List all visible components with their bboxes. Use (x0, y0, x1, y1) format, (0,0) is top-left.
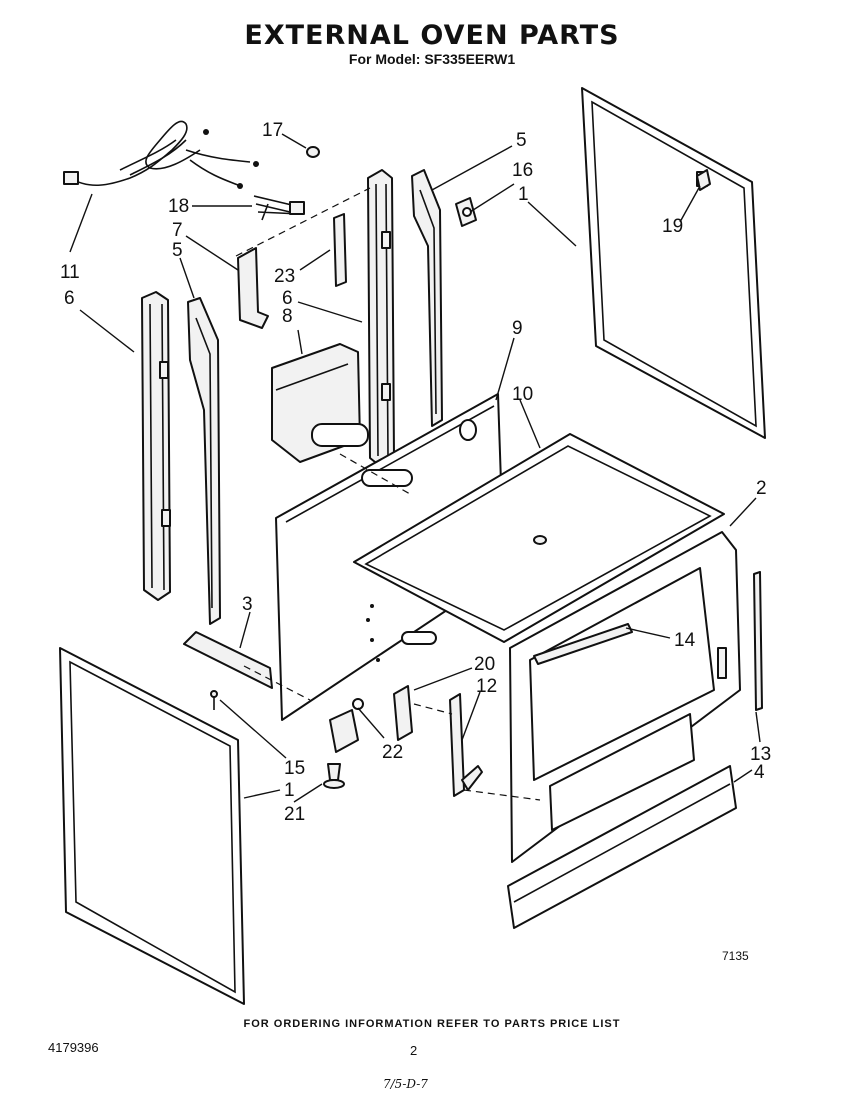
rail-5-right (411, 169, 443, 427)
callout-17: 17 (262, 120, 283, 141)
power-cord (63, 120, 259, 189)
callout-14: 14 (674, 630, 696, 651)
trim-13 (753, 571, 763, 711)
callout-20: 20 (474, 654, 495, 675)
channel-6-right (367, 169, 395, 467)
callout-18: 18 (168, 196, 189, 217)
page-title: EXTERNAL OVEN PARTS (244, 20, 620, 51)
callout-8: 8 (282, 306, 293, 327)
callout-5-left: 5 (172, 240, 183, 261)
callout-9: 9 (512, 318, 523, 339)
callout-19: 19 (662, 216, 683, 237)
callout-numbers: 17 5 16 1 19 18 7 5 23 11 6 6 8 9 10 2 3… (60, 120, 771, 825)
document-number: 4179396 (48, 1040, 99, 1055)
assembly-guides (235, 187, 541, 801)
callout-6-left: 6 (64, 288, 75, 309)
model-subtitle: For Model: SF335EERW1 (348, 51, 516, 67)
hinge-12 (449, 693, 483, 797)
figure-number: 7135 (722, 949, 749, 963)
callout-15: 15 (284, 758, 305, 779)
leveler-bracket-22 (329, 698, 364, 753)
callout-2: 2 (756, 478, 767, 499)
bracket-3 (183, 631, 273, 689)
callout-22: 22 (382, 742, 403, 763)
front-frame-2 (509, 531, 741, 863)
clip-19 (696, 169, 711, 191)
strip-23 (333, 213, 347, 287)
callout-23: 23 (274, 266, 295, 287)
side-panel-right (581, 87, 766, 439)
callout-3: 3 (242, 594, 253, 615)
strip-14 (533, 623, 633, 665)
screw-21 (323, 763, 345, 789)
bracket-16 (455, 197, 477, 227)
top-support-10 (353, 433, 725, 643)
clip-part (306, 146, 320, 158)
side-panel-left (59, 647, 245, 1005)
screw-15 (210, 690, 218, 710)
channel-6-left (141, 291, 171, 601)
callout-10: 10 (512, 384, 533, 405)
callout-6-right: 6 (282, 288, 293, 309)
callout-1-bottom: 1 (284, 780, 295, 801)
callout-16: 16 (512, 160, 533, 181)
callout-1-top: 1 (518, 184, 529, 205)
bracket-7 (237, 247, 269, 329)
callout-7: 7 (172, 220, 183, 241)
callout-13: 13 (750, 744, 771, 765)
callout-11: 11 (60, 262, 80, 283)
callout-4: 4 (754, 762, 765, 783)
vent-duct-8 (271, 343, 369, 463)
kick-plate-4 (507, 765, 737, 929)
callout-21: 21 (284, 804, 305, 825)
handwritten-note: 7/5-D-7 (383, 1077, 428, 1091)
callout-5-top: 5 (516, 130, 527, 151)
bracket-20 (393, 685, 413, 741)
rail-5-left (187, 297, 221, 625)
callout-12: 12 (476, 676, 497, 697)
wire-harness (253, 195, 305, 221)
leader-lines (69, 133, 761, 803)
page-number: 2 (410, 1043, 418, 1058)
ordering-note: FOR ORDERING INFORMATION REFER TO PARTS … (243, 1018, 621, 1030)
